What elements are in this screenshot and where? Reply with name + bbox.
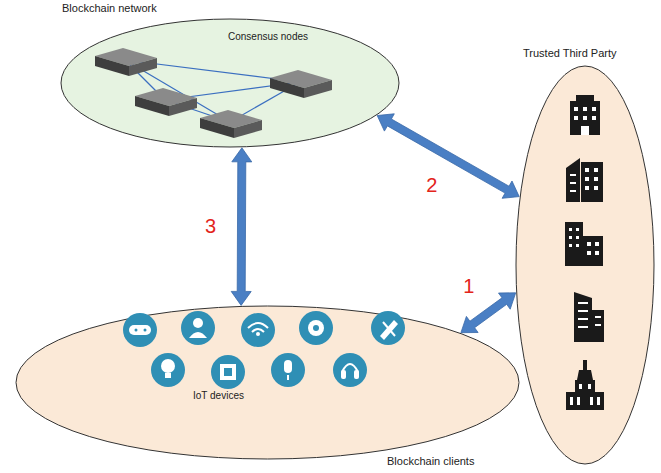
node-text: Blockchain clients — [387, 455, 474, 468]
callout-number: 3 — [203, 215, 218, 237]
node-title: IoT devices — [193, 389, 244, 402]
callout-number: 1 — [461, 275, 476, 297]
double-arrow — [461, 293, 516, 333]
building-icons — [565, 95, 604, 410]
double-arrow — [231, 148, 252, 306]
node-title: Blockchain network — [62, 2, 157, 15]
iot-icons — [123, 311, 405, 389]
node-text: Consensus nodes — [228, 30, 308, 43]
callout-number: 2 — [424, 174, 439, 196]
double-arrow — [377, 114, 519, 199]
node-title: Trusted Third Party — [523, 47, 617, 60]
server-icons — [95, 48, 332, 138]
